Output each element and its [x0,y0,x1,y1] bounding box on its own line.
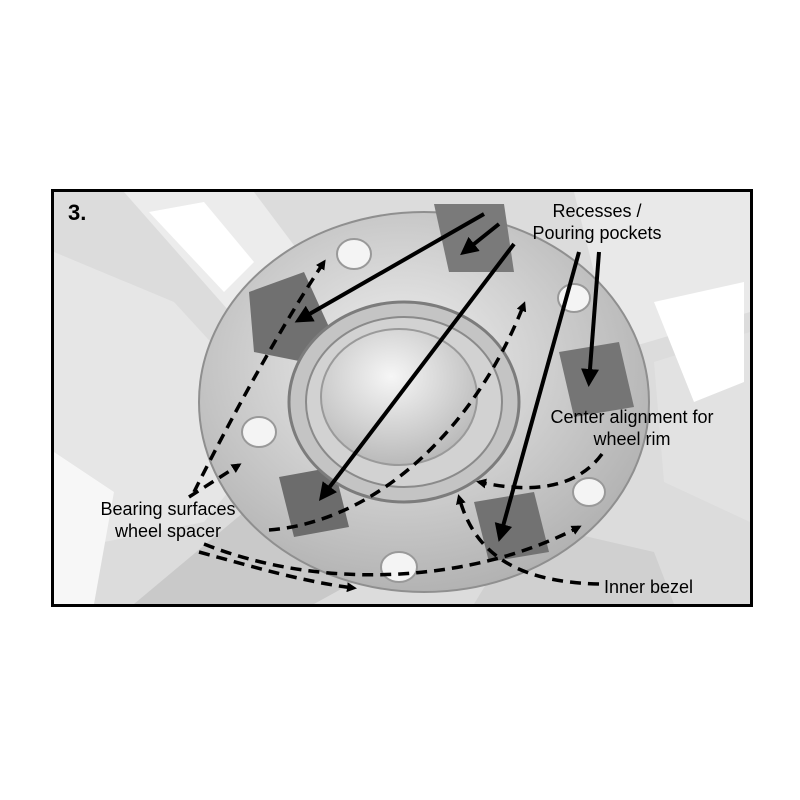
wheel-window-1 [149,202,254,292]
label-bearing-line2: wheel spacer [114,521,222,541]
label-inner-bezel: Inner bezel [604,577,694,597]
wheel-window-3 [54,452,114,604]
step-number: 3. [68,200,87,225]
diagram-frame: 3. Recesses / Pouring pockets Center ali… [51,189,753,607]
label-bearing-surfaces: Bearing surfaces wheel spacer [88,498,248,542]
recess-arrows [294,212,601,542]
label-bearing-line1: Bearing surfaces [100,499,236,519]
label-center-line2: wheel rim [593,429,671,449]
wheel-window-2 [654,282,744,402]
dashed-arrows [188,259,604,593]
bolt-hole-1 [336,238,372,270]
bolt-hole-5 [380,551,418,583]
label-recesses-line2: Pouring pockets [532,223,662,243]
bolt-hole-4 [572,477,606,507]
label-center-alignment: Center alignment for wheel rim [532,406,732,450]
label-recesses: Recesses / Pouring pockets [502,200,692,244]
wheel-hub-photo [54,192,750,604]
bolt-hole-3 [241,416,277,448]
label-recesses-line1: Recesses / [552,201,642,221]
label-center-line1: Center alignment for [550,407,714,427]
